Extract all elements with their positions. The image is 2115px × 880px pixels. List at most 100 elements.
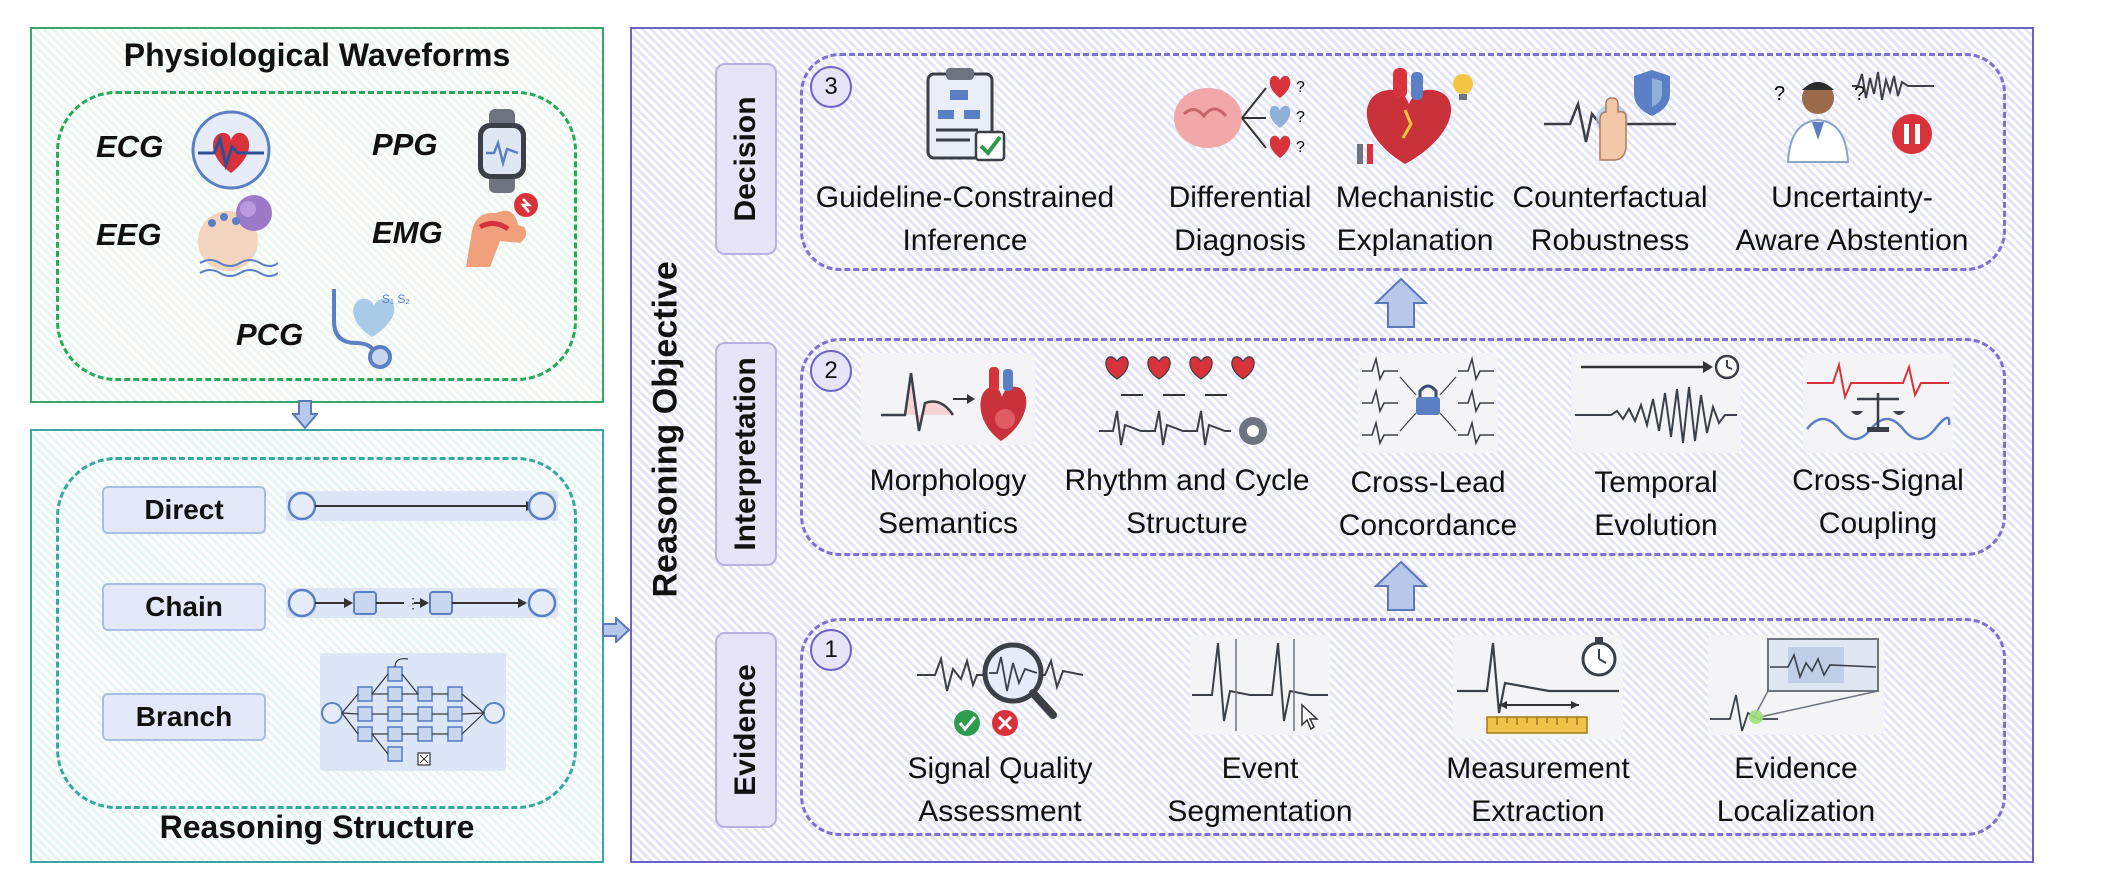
interpretation-item-1: Morphology Semantics bbox=[838, 353, 1058, 545]
hand-shield-icon bbox=[1540, 64, 1680, 164]
svg-text:S₁ S₂: S₁ S₂ bbox=[382, 292, 410, 306]
layer-evidence-label: Evidence bbox=[715, 632, 777, 828]
temporal-evolution-icon bbox=[1571, 353, 1741, 453]
structure-direct-label: Direct bbox=[102, 486, 266, 534]
doctor-abstain-icon: ?? bbox=[1762, 64, 1942, 164]
signal-label-eeg: EEG bbox=[96, 217, 162, 252]
interpretation-item-3-line2: Concordance bbox=[1338, 509, 1518, 542]
svg-text:⋮: ⋮ bbox=[406, 595, 420, 611]
evidence-item-4: Evidence Localization bbox=[1686, 635, 1906, 833]
morphology-heart-icon bbox=[861, 353, 1035, 445]
decision-item-2-line2: Diagnosis bbox=[1174, 224, 1306, 257]
decision-item-3: Mechanistic Explanation bbox=[1310, 64, 1520, 262]
event-segmentation-icon bbox=[1190, 635, 1330, 735]
interpretation-item-2-line2: Structure bbox=[1126, 507, 1248, 540]
layer-evidence-number: 1 bbox=[810, 629, 852, 671]
up-arrow-icon bbox=[1373, 560, 1429, 612]
interpretation-item-2: Rhythm and Cycle Structure bbox=[1058, 353, 1316, 545]
interpretation-item-5-line2: Coupling bbox=[1818, 507, 1938, 540]
evidence-localization-icon bbox=[1708, 635, 1884, 735]
layer-interpretation-group bbox=[800, 338, 2006, 556]
interpretation-item-1-line1: Morphology bbox=[869, 464, 1027, 497]
evidence-item-3: Measurement Extraction bbox=[1418, 635, 1658, 833]
evidence-item-2: Event Segmentation bbox=[1150, 635, 1370, 833]
decision-item-4: Counterfactual Robustness bbox=[1505, 64, 1715, 262]
rhythm-cycle-icon bbox=[1097, 353, 1277, 453]
evidence-item-3-line1: Measurement bbox=[1446, 752, 1630, 785]
svg-text:?: ? bbox=[1854, 83, 1865, 105]
svg-text:?: ? bbox=[1296, 139, 1305, 156]
structure-chain-label: Chain bbox=[102, 583, 266, 631]
decision-item-1: Guideline-Constrained Inference bbox=[800, 64, 1130, 262]
right-arrow-icon bbox=[602, 615, 631, 645]
interpretation-item-2-line1: Rhythm and Cycle bbox=[1064, 464, 1310, 497]
interpretation-item-4-line1: Temporal bbox=[1594, 466, 1718, 499]
evidence-item-2-line2: Segmentation bbox=[1167, 795, 1353, 828]
decision-item-4-line1: Counterfactual bbox=[1512, 181, 1708, 214]
flexed-arm-icon bbox=[460, 191, 544, 273]
up-arrow-icon bbox=[1373, 277, 1429, 329]
layer-decision-number: 3 bbox=[810, 66, 852, 108]
brain-diagnosis-icon: ??? bbox=[1170, 64, 1310, 164]
evidence-item-4-line2: Localization bbox=[1716, 795, 1876, 828]
interpretation-item-3: Cross-Lead Concordance bbox=[1318, 353, 1538, 547]
clipboard-checklist-icon bbox=[920, 64, 1010, 164]
smartwatch-icon bbox=[472, 109, 532, 193]
layer-interpretation-label: Interpretation bbox=[715, 342, 777, 566]
svg-text:?: ? bbox=[1296, 79, 1305, 96]
evidence-item-3-line2: Extraction bbox=[1471, 795, 1605, 828]
down-arrow-icon bbox=[290, 400, 320, 430]
decision-item-5: ?? Uncertainty- Aware Abstention bbox=[1722, 64, 1982, 262]
decision-item-2-line1: Differential bbox=[1168, 181, 1312, 214]
cross-lead-lock-icon bbox=[1358, 353, 1498, 453]
brain-electrodes-icon bbox=[190, 191, 279, 283]
anatomical-heart-icon bbox=[1345, 64, 1485, 168]
svg-text:?: ? bbox=[1296, 109, 1305, 126]
decision-item-3-line1: Mechanistic bbox=[1335, 181, 1495, 214]
decision-item-1-line1: Guideline-Constrained bbox=[815, 181, 1115, 214]
waveforms-group bbox=[56, 91, 577, 381]
evidence-item-2-line1: Event bbox=[1221, 752, 1299, 785]
interpretation-item-5-line1: Cross-Signal bbox=[1792, 464, 1964, 497]
decision-item-1-line2: Inference bbox=[902, 224, 1028, 257]
chain-diagram: ⋮ bbox=[286, 588, 558, 618]
objective-title: Reasoning Objective bbox=[646, 261, 685, 598]
signal-label-pcg: PCG bbox=[236, 317, 304, 352]
evidence-item-4-line1: Evidence bbox=[1734, 752, 1858, 785]
direct-diagram bbox=[286, 491, 558, 521]
svg-text:?: ? bbox=[1774, 83, 1785, 105]
signal-quality-magnifier-icon bbox=[915, 635, 1085, 739]
signal-coupling-scale-icon bbox=[1803, 353, 1953, 453]
layer-decision-label: Decision bbox=[715, 63, 777, 255]
evidence-item-1-line1: Signal Quality bbox=[907, 752, 1093, 785]
interpretation-item-3-line1: Cross-Lead bbox=[1350, 466, 1506, 499]
interpretation-item-4: Temporal Evolution bbox=[1546, 353, 1766, 547]
decision-item-3-line2: Explanation bbox=[1336, 224, 1494, 257]
decision-item-5-line1: Uncertainty- bbox=[1771, 181, 1933, 214]
structure-panel: Direct Chain ⋮ Branch bbox=[30, 429, 604, 863]
signal-label-emg: EMG bbox=[372, 215, 443, 250]
stethoscope-icon: S₁ S₂ bbox=[322, 285, 412, 375]
heart-icon bbox=[190, 109, 272, 191]
structure-group bbox=[56, 457, 577, 809]
branch-diagram bbox=[320, 653, 506, 771]
interpretation-item-4-line2: Evolution bbox=[1594, 509, 1718, 542]
signal-label-ppg: PPG bbox=[372, 127, 438, 162]
layer-interpretation-number: 2 bbox=[810, 350, 852, 392]
decision-item-2: ??? Differential Diagnosis bbox=[1130, 64, 1350, 262]
layer-evidence-group bbox=[800, 618, 2006, 836]
signal-label-ecg: ECG bbox=[96, 129, 164, 164]
waveforms-panel: Physiological Waveforms ECG PPG EEG EMG … bbox=[30, 27, 604, 403]
structure-branch-label: Branch bbox=[102, 693, 266, 741]
evidence-item-1: Signal Quality Assessment bbox=[885, 635, 1115, 833]
waveforms-title: Physiological Waveforms bbox=[123, 37, 511, 73]
decision-item-4-line2: Robustness bbox=[1530, 224, 1690, 257]
decision-item-5-line2: Aware Abstention bbox=[1735, 224, 1969, 257]
interpretation-item-5: Cross-Signal Coupling bbox=[1768, 353, 1988, 545]
evidence-item-1-line2: Assessment bbox=[918, 795, 1082, 828]
measurement-ruler-icon bbox=[1453, 635, 1623, 739]
interpretation-item-1-line2: Semantics bbox=[877, 507, 1019, 540]
objective-title-wrap: Reasoning Objective bbox=[636, 261, 696, 597]
layer-decision-group bbox=[800, 53, 2006, 271]
structure-title: Reasoning Structure bbox=[159, 809, 475, 845]
